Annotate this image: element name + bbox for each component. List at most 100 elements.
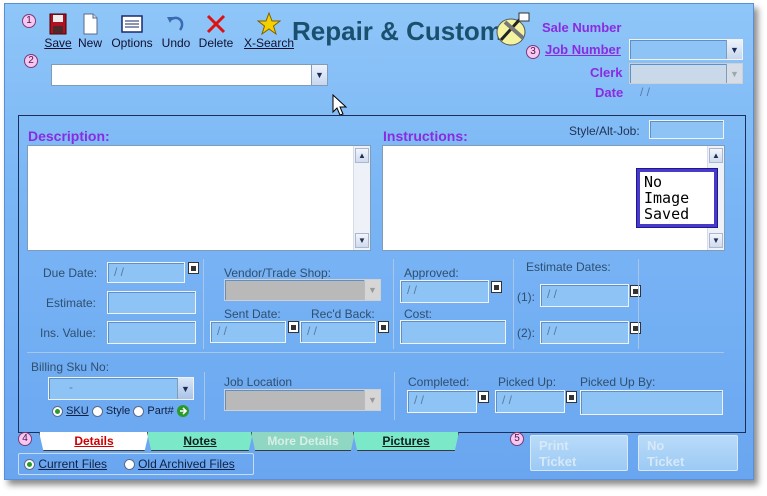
estimate-dates-label: Estimate Dates: [526, 260, 611, 274]
scroll-up-icon[interactable]: ▲ [355, 148, 369, 163]
calendar-icon[interactable] [630, 285, 641, 297]
billing-sku-dropdown[interactable]: - ▼ [48, 377, 194, 400]
print-ticket-line-2: Ticket [539, 454, 577, 469]
job-number-label: Job Number [545, 42, 621, 57]
date-value: / / [640, 85, 651, 99]
tab-notes[interactable]: Notes [147, 432, 253, 451]
estimate-field[interactable] [107, 291, 196, 314]
old-archived-files-radio[interactable] [123, 459, 135, 471]
calendar-icon[interactable] [378, 321, 389, 333]
vendor-trade-shop-label: Vendor/Trade Shop: [224, 266, 331, 280]
job-number-dropdown[interactable]: ▼ [629, 39, 743, 60]
x-search-button[interactable]: X-Search [241, 12, 297, 50]
separator [638, 259, 639, 349]
tab-pictures[interactable]: Pictures [353, 432, 459, 451]
chevron-down-icon[interactable]: ▼ [311, 65, 327, 85]
billing-sku-label: Billing Sku No: [31, 360, 110, 374]
go-arrow-icon[interactable] [176, 405, 189, 418]
calendar-icon[interactable] [491, 281, 502, 293]
undo-button[interactable]: Undo [159, 12, 193, 50]
cost-field[interactable] [400, 320, 506, 344]
part-radio[interactable] [133, 405, 145, 417]
scroll-up-icon[interactable]: ▲ [709, 148, 723, 163]
tab-details[interactable]: Details [39, 432, 149, 451]
no-ticket-button[interactable]: No Ticket [638, 435, 738, 471]
separator [513, 259, 514, 349]
separator [394, 372, 395, 420]
description-scrollbar[interactable]: ▲ ▼ [353, 146, 370, 250]
estimate-date-1-field[interactable]: / / [540, 284, 629, 307]
job-location-dropdown[interactable]: ▼ [224, 389, 381, 411]
save-button[interactable]: Save [41, 12, 75, 50]
approved-field[interactable]: / / [400, 280, 489, 303]
style-radio[interactable] [91, 405, 103, 417]
estimate-date-2-field[interactable]: / / [540, 321, 629, 344]
style-alt-job-label: Style/Alt-Job: [569, 124, 640, 138]
repair-custom-window: 1 Save New Options Undo [4, 3, 754, 480]
chevron-down-icon[interactable]: ▼ [364, 390, 380, 410]
due-date-field[interactable]: / / [107, 262, 185, 283]
tab-more-details[interactable]: More Details [251, 432, 355, 451]
no-image-saved-box[interactable]: No Image Saved [637, 169, 717, 227]
old-archived-files-label: Old Archived Files [138, 457, 235, 471]
picked-up-by-field[interactable] [580, 390, 723, 415]
calendar-icon[interactable] [288, 321, 299, 333]
no-ticket-line-1: No [647, 438, 665, 453]
part-radio-label: Part# [147, 405, 174, 417]
calendar-icon[interactable] [630, 322, 641, 334]
cost-label: Cost: [404, 307, 433, 321]
recd-back-field[interactable]: / / [300, 321, 376, 343]
print-ticket-button[interactable]: Print Ticket [530, 435, 628, 471]
chevron-down-icon[interactable]: ▼ [726, 40, 742, 59]
chevron-down-icon[interactable]: ▼ [364, 280, 380, 300]
callout-2: 2 [24, 54, 38, 68]
scroll-down-icon[interactable]: ▼ [355, 233, 369, 248]
sku-radio-label: SKU [66, 405, 89, 417]
sku-radio[interactable] [52, 405, 63, 417]
picked-up-field[interactable]: / / [495, 390, 565, 413]
estimate-date-1-label: (1): [517, 290, 535, 304]
sale-number-label: Sale Number [542, 20, 622, 35]
options-button[interactable]: Options [107, 12, 157, 50]
undo-arrow-icon [167, 16, 184, 31]
estimate-date-1-value: / / [547, 287, 558, 301]
chevron-down-icon[interactable]: ▼ [726, 64, 742, 83]
sent-date-field[interactable]: / / [210, 321, 286, 343]
clerk-dropdown[interactable]: ▼ [629, 63, 743, 84]
ins-value-field[interactable] [107, 321, 196, 344]
sent-date-label: Sent Date: [224, 307, 281, 321]
current-files-radio[interactable] [24, 459, 35, 471]
save-label: Save [44, 36, 72, 50]
lookup-dropdown[interactable]: ▼ [51, 64, 328, 86]
no-image-line-2: Image [644, 189, 690, 207]
repair-tools-icon [496, 12, 530, 46]
scroll-down-icon[interactable]: ▼ [709, 233, 723, 248]
picked-up-by-label: Picked Up By: [580, 375, 656, 389]
separator [204, 372, 205, 420]
callout-5: 5 [510, 432, 524, 446]
current-files-label: Current Files [38, 457, 108, 471]
callout-1: 1 [22, 14, 36, 28]
new-button[interactable]: New [75, 12, 105, 50]
undo-label: Undo [161, 36, 191, 50]
separator [203, 259, 204, 349]
calendar-icon[interactable] [188, 262, 199, 274]
calendar-icon[interactable] [478, 391, 489, 403]
no-image-line-1: No [644, 173, 663, 191]
calendar-icon[interactable] [566, 391, 577, 403]
style-alt-job-field[interactable] [649, 120, 724, 139]
vendor-trade-shop-dropdown[interactable]: ▼ [224, 279, 381, 301]
description-textarea[interactable]: ▲ ▼ [27, 145, 371, 251]
picked-up-label: Picked Up: [498, 375, 557, 389]
approved-value: / / [407, 283, 418, 297]
no-image-line-3: Saved [644, 205, 690, 223]
style-radio-label: Style [105, 405, 131, 417]
recd-back-label: Rec'd Back: [311, 307, 375, 321]
delete-button[interactable]: Delete [196, 12, 236, 50]
due-date-value: / / [114, 265, 125, 279]
date-label: Date [595, 85, 624, 100]
chevron-down-icon[interactable]: ▼ [177, 378, 193, 399]
completed-field[interactable]: / / [407, 390, 477, 413]
instructions-label: Instructions: [383, 128, 468, 144]
star-icon [257, 12, 281, 36]
